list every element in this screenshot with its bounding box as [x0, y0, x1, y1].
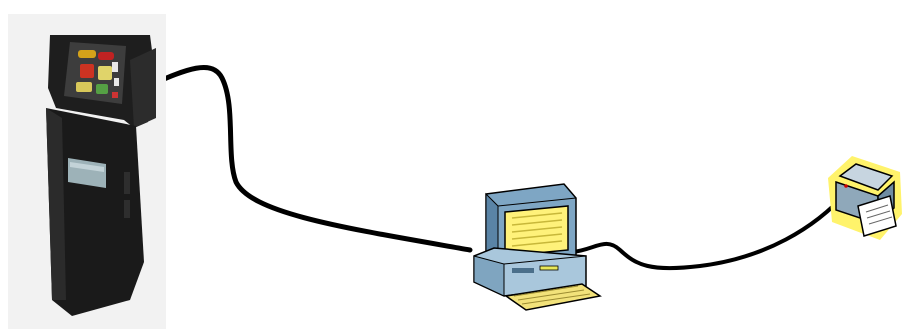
kiosk-terminal-icon — [8, 14, 166, 329]
desktop-computer-icon — [473, 183, 602, 311]
printer-icon — [828, 156, 902, 240]
cable-kiosk-to-computer — [147, 65, 473, 253]
cable-computer-to-printer — [570, 190, 849, 271]
